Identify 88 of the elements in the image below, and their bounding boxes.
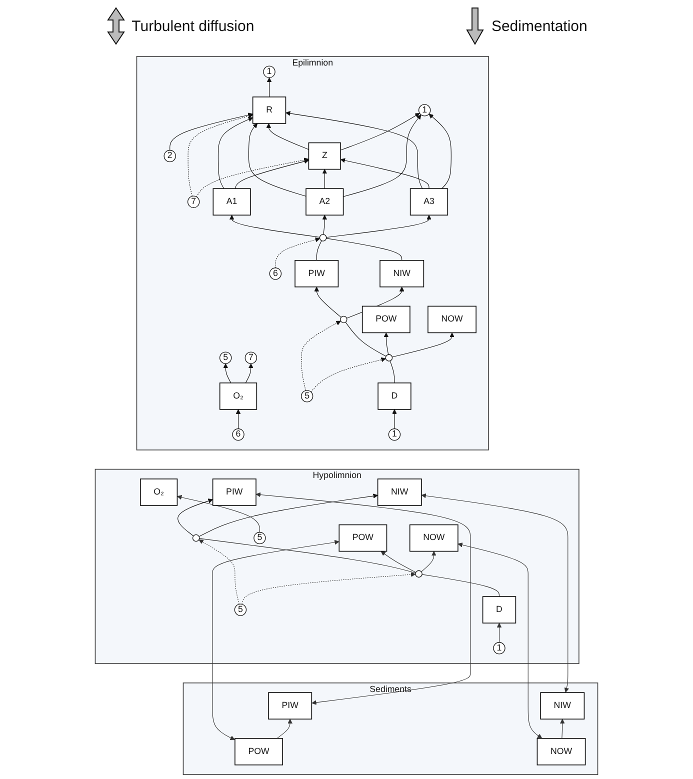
node-circle <box>385 354 393 362</box>
node-box: POW <box>234 738 283 766</box>
arrow <box>392 409 397 430</box>
arrow <box>223 363 232 384</box>
connector <box>326 238 402 261</box>
arrow <box>301 320 341 391</box>
node-box: NOW <box>409 524 458 552</box>
node-circle: 5 <box>300 390 314 402</box>
arrow <box>198 494 378 537</box>
arrow <box>310 357 386 392</box>
node-box: NOW <box>428 306 476 334</box>
arrow <box>212 540 340 740</box>
arrow <box>428 114 452 189</box>
arrow <box>392 332 454 358</box>
node-circle: 6 <box>232 428 244 441</box>
arrow <box>421 493 570 693</box>
node-box: NIW <box>540 692 585 720</box>
node-circle: 5 <box>254 532 266 544</box>
node-box: Z <box>308 142 342 170</box>
arrow <box>177 494 260 533</box>
node-box: A1 <box>212 188 251 216</box>
node-box: R <box>252 96 286 124</box>
arrow <box>245 363 254 384</box>
arrow <box>256 492 471 705</box>
node-box: POW <box>362 306 410 334</box>
arrow <box>178 498 214 536</box>
connector <box>345 322 386 357</box>
node-box: PIW <box>212 478 256 506</box>
arrow <box>276 718 292 739</box>
node-box: O₂ <box>219 382 258 410</box>
node-box: A3 <box>410 188 448 216</box>
node-box: D <box>378 382 412 410</box>
arrow <box>340 158 430 189</box>
arrow <box>234 159 309 189</box>
arrow <box>286 111 423 189</box>
connector <box>390 360 395 384</box>
node-circle: 5 <box>219 352 232 364</box>
node-circle: 7 <box>187 196 200 208</box>
node-circle: 1 <box>493 642 506 654</box>
node-circle: 2 <box>164 150 176 162</box>
node-circle <box>340 316 348 324</box>
arrow <box>421 551 436 572</box>
arrow <box>248 123 306 196</box>
arrow <box>236 409 241 430</box>
node-circle <box>319 234 327 242</box>
arrow <box>188 114 254 197</box>
arrow <box>266 77 272 98</box>
node-circle: 1 <box>388 428 401 441</box>
arrow <box>275 237 320 268</box>
node-circle <box>415 570 422 578</box>
arrow <box>266 123 309 150</box>
arrow <box>380 551 416 573</box>
node-circle: 6 <box>269 268 282 280</box>
arrow <box>322 169 328 189</box>
arrow <box>384 332 389 355</box>
arrow <box>196 158 309 198</box>
node-box: PIW <box>294 260 339 288</box>
node-box: D <box>482 596 516 624</box>
annotation-text: Sedimentation <box>491 18 588 34</box>
arrow <box>170 112 254 151</box>
annotation-text: Turbulent diffusion <box>132 18 254 34</box>
connector <box>316 240 322 261</box>
node-circle: 1 <box>263 66 276 78</box>
node-box: A2 <box>306 188 344 216</box>
node-box: NIW <box>380 260 424 288</box>
node-box: PIW <box>268 692 312 720</box>
node-circle: 5 <box>234 604 247 616</box>
arrow <box>326 214 432 238</box>
connector <box>422 574 500 597</box>
node-box: O₂ <box>140 478 178 506</box>
node-box: POW <box>338 524 388 552</box>
arrow <box>560 718 565 739</box>
arrow <box>314 286 342 318</box>
node-circle: 1 <box>418 104 431 116</box>
arrow <box>198 540 240 604</box>
connector <box>199 538 416 574</box>
node-circle: 7 <box>244 352 258 364</box>
arrow <box>229 214 320 238</box>
arrow <box>340 112 420 150</box>
arrow <box>458 542 542 738</box>
node-box: NOW <box>536 738 586 766</box>
arrow <box>242 572 416 604</box>
node-box: NIW <box>377 478 422 506</box>
node-circle <box>192 534 200 542</box>
arrow <box>496 622 502 643</box>
arrow <box>322 214 328 235</box>
arrow <box>343 114 422 197</box>
arrow <box>218 117 254 189</box>
